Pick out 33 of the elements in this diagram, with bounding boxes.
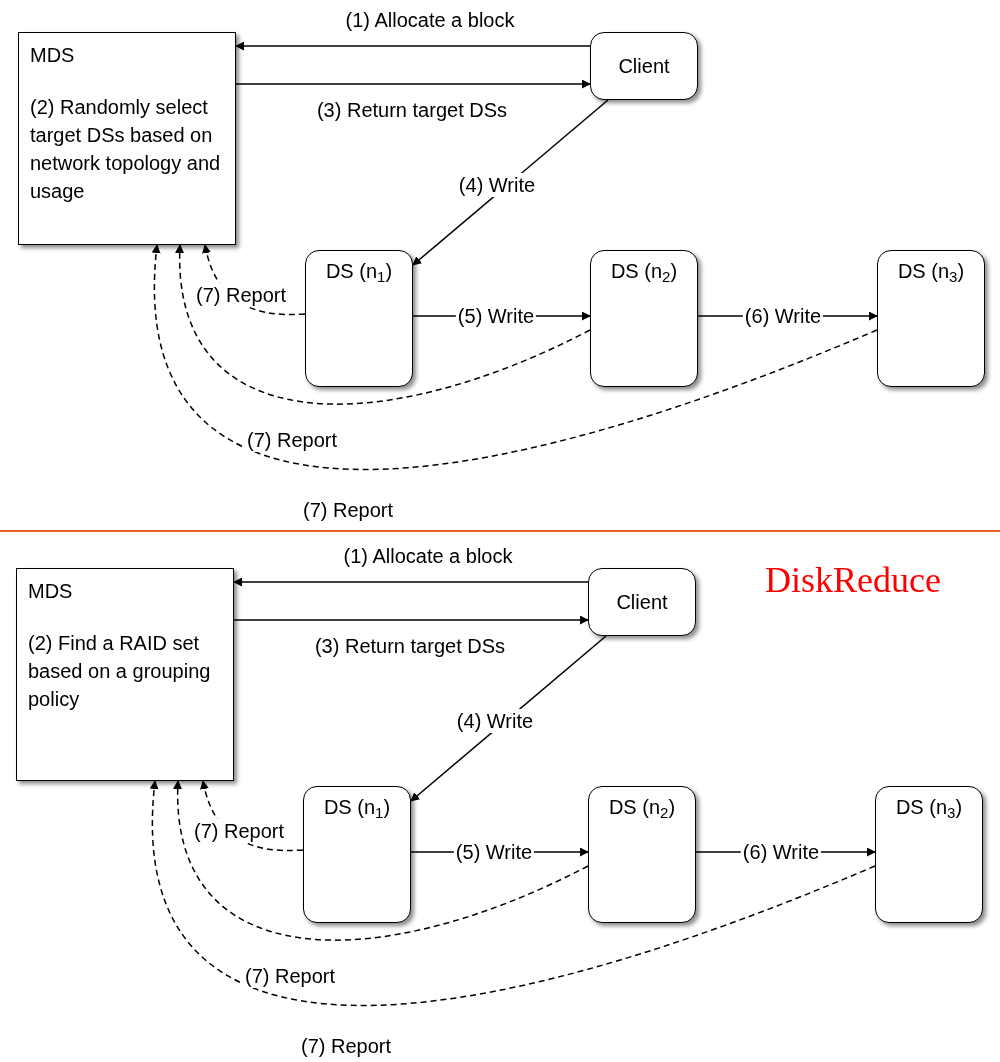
node-title: Client — [618, 54, 670, 79]
node-description: (2) Find a RAID set based on a grouping policy — [28, 631, 212, 712]
dashed-arrow — [175, 244, 591, 405]
dashed-arrow — [150, 780, 876, 1007]
node-title: DS (n$_{1}$) — [323, 795, 391, 823]
server-box — [18, 32, 236, 245]
client-box — [590, 32, 698, 100]
data-server-box — [590, 250, 698, 387]
dashed-arrow — [152, 244, 878, 471]
server-box — [16, 568, 234, 781]
node-description: (2) Randomly select target DSs based on network topology and usage — [30, 95, 222, 204]
node-title: MDS — [28, 579, 74, 604]
node-title: MDS — [30, 43, 76, 68]
data-server-box — [875, 786, 983, 923]
dashed-arrow — [173, 780, 589, 941]
system-name: DiskReduce — [765, 559, 941, 602]
data-server-box — [303, 786, 411, 923]
data-server-box — [877, 250, 985, 387]
node-title: Client — [616, 590, 668, 615]
edge-label: (7) Report — [194, 283, 288, 307]
data-server-box — [305, 250, 413, 387]
arrow — [233, 615, 589, 625]
node-title: DS (n$_{3}$) — [897, 259, 965, 287]
node-title: DS (n$_{1}$) — [325, 259, 393, 287]
node-title: DS (n$_{3}$) — [895, 795, 963, 823]
edge-label: (7) Report — [192, 819, 286, 843]
arrow — [235, 41, 591, 51]
arrow — [233, 577, 589, 587]
data-server-box — [588, 786, 696, 923]
node-title: DS (n$_{2}$) — [610, 259, 678, 287]
arrow — [235, 79, 591, 89]
client-box — [588, 568, 696, 636]
node-title: DS (n$_{2}$) — [608, 795, 676, 823]
